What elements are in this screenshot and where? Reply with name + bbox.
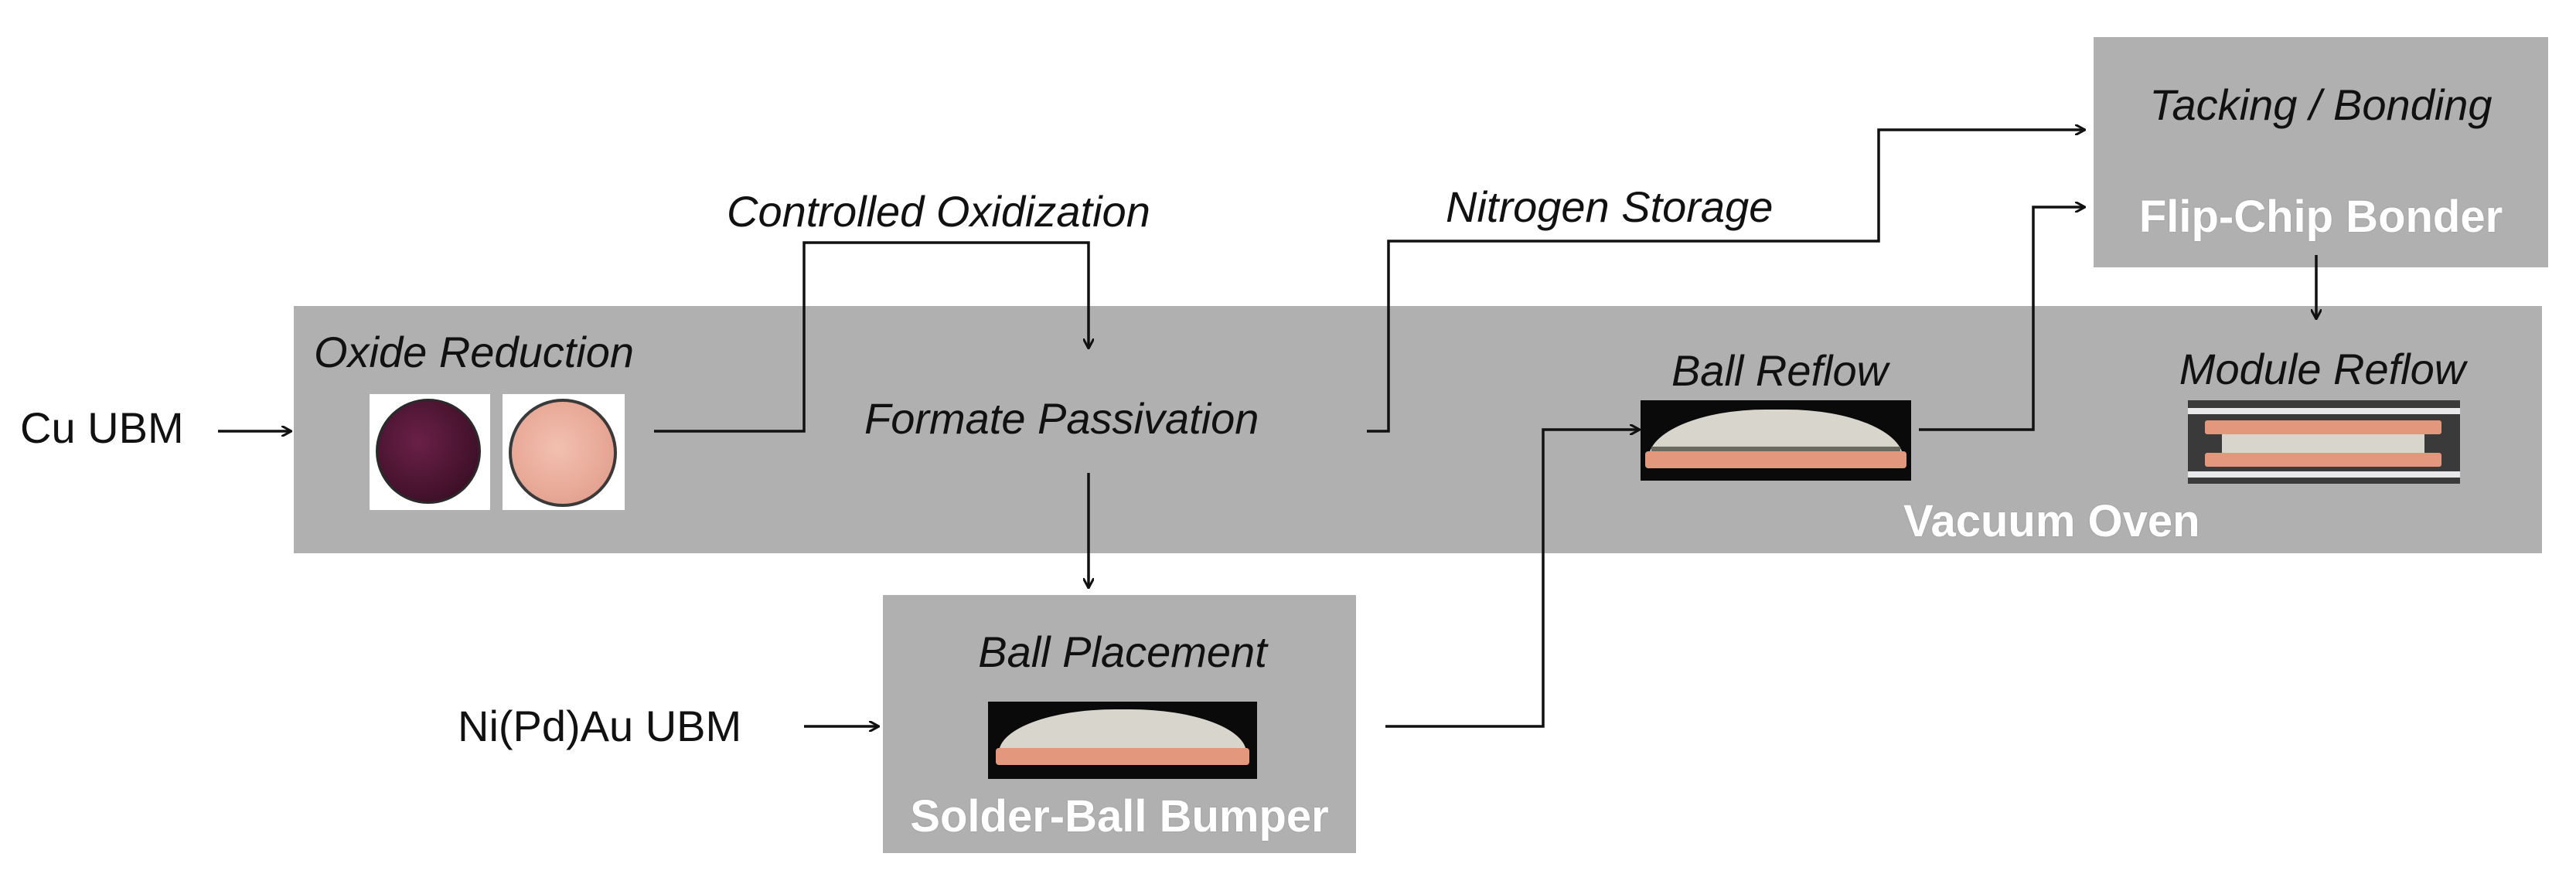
arrow-controlled-oxidization [654,241,1089,433]
tacking-bonding-label: Tacking / Bonding [2149,80,2493,129]
module-top-substrate [2188,408,2460,414]
controlled-oxidization-label: Controlled Oxidization [727,187,1150,236]
reflow-imc-layer [1651,447,1900,451]
oxidized-pad-disc [376,399,481,504]
nipdau-ubm-label: Ni(Pd)Au UBM [458,702,742,750]
vacuum-oven-box [294,306,2542,553]
module-top-copper [2205,420,2441,434]
solder-ball-bumper-label: Solder-Ball Bumper [910,791,1329,842]
oxide-reduction-label: Oxide Reduction [314,328,635,376]
flip-chip-bonder-label: Flip-Chip Bonder [2138,192,2503,242]
ball-reflow-photo [1641,400,1911,481]
vacuum-oven-label: Vacuum Oven [1903,496,2200,546]
ball-placement-label: Ball Placement [978,627,1267,676]
arrow-ball-reflow-to-bonder [1919,207,2084,431]
ball-placement-photo [988,702,1257,779]
reflow-copper-pad [1645,451,1906,468]
reduced-pad-photo [503,394,625,510]
formate-passivation-label: Formate Passivation [864,394,1259,443]
ball-reflow-label: Ball Reflow [1671,346,1889,395]
module-reflow-label: Module Reflow [2179,345,2466,393]
arrow-ball-placement-to-ball-reflow [1385,430,1639,728]
reduced-pad-disc [509,399,617,507]
nitrogen-storage-label: Nitrogen Storage [1446,182,1774,231]
cu-ubm-label: Cu UBM [20,403,184,452]
placement-copper-pad [996,748,1249,765]
module-solder-joint [2222,434,2424,453]
module-bottom-substrate [2188,471,2460,478]
arrow-nitrogen-storage [1367,130,2084,433]
oxidized-pad-photo [370,394,490,510]
module-bottom-copper [2205,453,2441,467]
module-reflow-photo [2188,400,2460,484]
flip-chip-bonder-box [2094,37,2548,267]
